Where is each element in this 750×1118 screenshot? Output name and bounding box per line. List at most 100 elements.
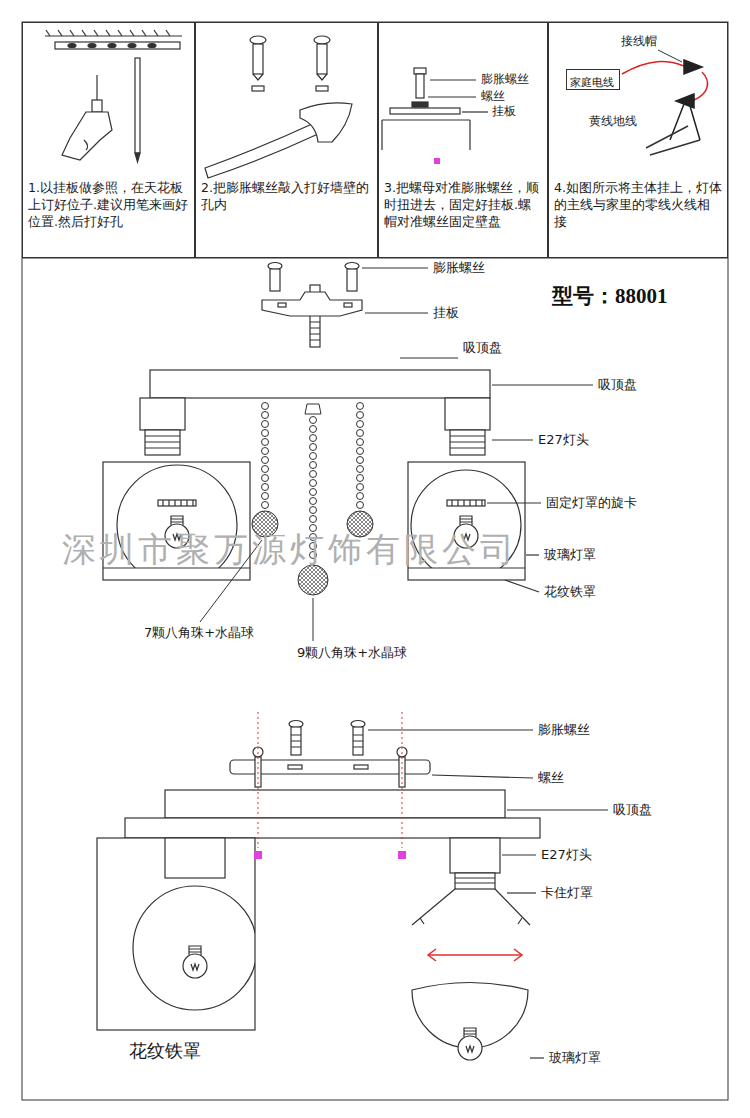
crystal-chain — [262, 421, 269, 428]
exploded-figure — [455, 873, 495, 889]
drill-figure — [62, 112, 112, 160]
assembly-figure — [310, 322, 320, 340]
part-label: 吸顶盘 — [612, 802, 653, 818]
exploded-figure — [507, 809, 608, 810]
crystal-chain — [262, 466, 269, 473]
crystal-chain — [310, 426, 317, 433]
crystal-chain — [357, 484, 364, 491]
hammer-figure — [205, 36, 352, 178]
assembly-figure — [452, 500, 482, 506]
part-label: 吸顶盘 — [462, 340, 503, 356]
part-label: 吸顶盘 — [597, 377, 638, 393]
exploded-figure — [530, 1057, 544, 1058]
assembly-figure — [163, 500, 193, 506]
part-label: 黄线地线 — [588, 114, 638, 129]
crystal-chain — [310, 453, 317, 460]
crystal-chain — [357, 421, 364, 428]
assembly-figure — [450, 436, 485, 448]
part-label: 玻璃灯罩 — [548, 1050, 602, 1066]
part-label: 膨胀螺丝 — [480, 72, 530, 87]
crystal-chain — [262, 493, 269, 500]
drill-figure — [84, 140, 88, 150]
alignment-marks — [258, 712, 259, 848]
crystal-chain — [357, 475, 364, 482]
alignment-marks — [254, 851, 262, 859]
assembly-figure — [150, 370, 490, 398]
bracket-figure — [430, 79, 476, 80]
exploded-figure — [420, 918, 522, 924]
wiring-figure — [622, 62, 684, 74]
exploded-figure — [125, 818, 540, 838]
crystal-chain — [310, 489, 317, 496]
alignment-marks — [398, 851, 406, 859]
crystal-chain — [310, 471, 317, 478]
exploded-figure — [288, 765, 302, 769]
step-caption: 4.如图所示将主体挂上，灯体的主线与家里的零线火线相接 — [554, 179, 722, 230]
exploded-figure — [291, 727, 301, 755]
crystal-chain — [310, 507, 317, 514]
part-label: 挂板 — [432, 305, 460, 321]
crystal-chain — [357, 493, 364, 500]
hammer-figure — [205, 124, 318, 178]
page-frame — [22, 22, 728, 1100]
crystal-chain — [313, 598, 314, 641]
bracket-figure — [414, 68, 426, 74]
assembly-figure — [526, 554, 539, 555]
drill-figure — [45, 35, 182, 36]
part-label: 花纹铁罩 — [128, 1040, 202, 1063]
exploded-figure — [353, 735, 363, 747]
wiring-figure — [670, 104, 700, 140]
assembly-figure — [447, 500, 485, 506]
crystal-chain — [262, 484, 269, 491]
drill-figure — [55, 42, 180, 49]
exploded-figure — [165, 790, 505, 818]
step-panel: 4.如图所示将主体挂上，灯体的主线与家里的零线火线相接家庭电线 — [548, 22, 728, 258]
exploded-figure — [183, 946, 207, 978]
assembly-figure — [145, 436, 180, 448]
exploded-figure — [291, 735, 301, 747]
assembly-figure — [262, 292, 362, 316]
exploded-figure — [354, 765, 368, 769]
bracket-figure — [428, 96, 476, 97]
wiring-figure — [694, 72, 708, 100]
part-label: E27灯头 — [540, 847, 593, 863]
crystal-chain — [310, 444, 317, 451]
assembly-figure — [487, 502, 541, 503]
bracket-figure — [390, 108, 460, 114]
drill-figure — [108, 44, 116, 48]
assembly-figure — [505, 580, 539, 592]
bracket-figure — [412, 102, 428, 107]
assembly-figure — [362, 267, 428, 268]
crystal-chain — [262, 502, 269, 509]
alignment-marks — [402, 712, 403, 848]
wiring-figure — [658, 50, 682, 62]
drill-figure — [135, 58, 140, 153]
assembly-figure — [450, 430, 485, 455]
hammer-figure — [300, 103, 352, 142]
hammer-figure — [253, 44, 263, 74]
drill-figure — [148, 44, 156, 48]
step-caption: 3.把螺母对准膨胀螺丝，顺时扭进去，固定好挂板.螺帽对准螺丝固定壁盘 — [384, 179, 542, 230]
alignment-marks — [428, 949, 522, 961]
part-label: 接线帽 — [620, 34, 658, 49]
assembly-figure — [492, 439, 533, 440]
wiring-figure — [646, 126, 700, 155]
step-panel: 1.以挂板做参照，在天花板上订好位子.建议用笔来画好位置.然后打好孔 — [22, 22, 195, 258]
crystal-chain — [298, 565, 328, 595]
bracket-figure — [382, 120, 470, 150]
crystal-chain — [310, 480, 317, 487]
drill-figure — [128, 44, 136, 48]
step-caption: 1.以挂板做参照，在天花板上订好位子.建议用笔来画好位置.然后打好孔 — [28, 179, 189, 230]
assembly-figure — [400, 357, 458, 358]
crystal-chain — [200, 403, 373, 642]
exploded-figure — [97, 838, 255, 1030]
part-label: 花纹铁罩 — [543, 584, 597, 600]
watermark: 深圳市聚万源灯饰有限公司 — [62, 528, 518, 571]
crystal-chain — [357, 466, 364, 473]
exploded-figure — [502, 854, 536, 855]
crystal-chain — [262, 439, 269, 446]
assembly-figure — [344, 303, 352, 307]
part-label: 挂板 — [491, 104, 517, 119]
hammer-figure — [253, 74, 263, 80]
drill-figure — [68, 44, 76, 48]
